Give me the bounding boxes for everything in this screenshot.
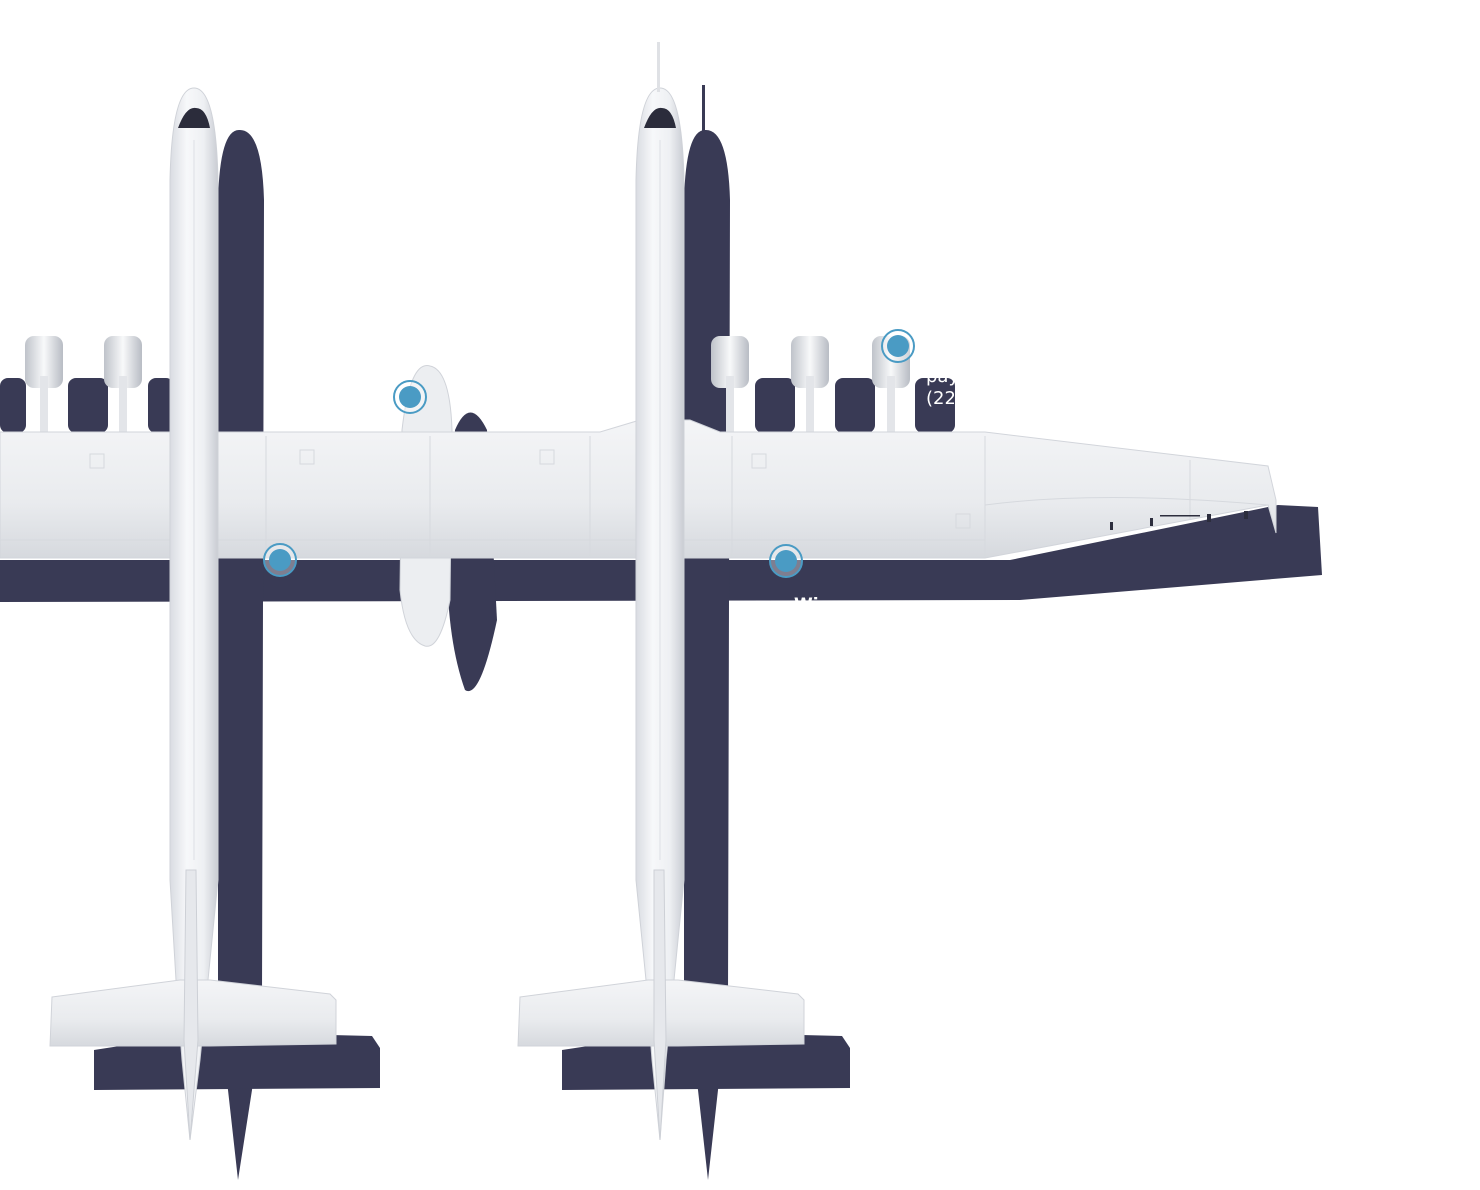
engines bbox=[25, 336, 910, 432]
payload-label: payload (226, bbox=[926, 366, 954, 410]
right-fuselage bbox=[635, 42, 685, 1141]
hotspot-tail[interactable] bbox=[263, 543, 297, 577]
hotspot-payload[interactable] bbox=[881, 329, 915, 363]
wing-details bbox=[1110, 511, 1248, 530]
payload-label-line-2: (226, bbox=[926, 388, 954, 409]
hotspot-centre-pylon[interactable] bbox=[393, 380, 427, 414]
wing-panel-lines bbox=[0, 436, 1269, 556]
hotspot-marker-icon bbox=[887, 335, 909, 357]
wingspan-label: Wingspan bbox=[794, 595, 889, 608]
hotspot-marker-icon bbox=[399, 386, 421, 408]
hotspot-wingspan[interactable] bbox=[769, 544, 803, 578]
hotspot-marker-icon bbox=[269, 549, 291, 571]
hotspot-marker-icon bbox=[775, 550, 797, 572]
payload-label-line-1: payload bbox=[926, 366, 954, 387]
